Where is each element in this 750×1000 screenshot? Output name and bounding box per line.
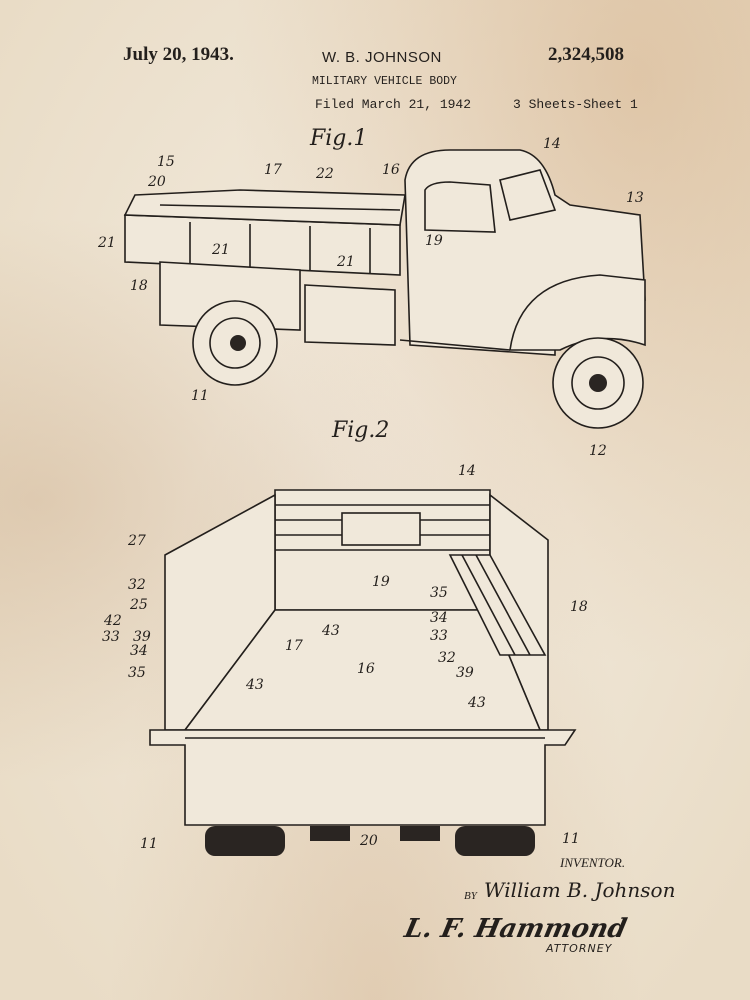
fig2-truck-bed-drawing <box>149 489 577 856</box>
attorney-signature: L. F. Hammond <box>401 914 630 944</box>
ref-numeral: 20 <box>147 174 166 190</box>
ref-numeral: 11 <box>562 831 580 847</box>
ref-numeral: 27 <box>127 533 146 549</box>
patent-number: 2,324,508 <box>548 44 624 65</box>
ref-numeral: 18 <box>130 278 148 294</box>
ref-numeral: 34 <box>130 643 148 659</box>
ref-numeral: 34 <box>430 610 448 626</box>
ref-numeral: 21 <box>97 235 116 251</box>
ref-numeral: 21 <box>336 254 355 270</box>
fig1-truck-drawing <box>123 149 646 429</box>
ref-numeral: 16 <box>382 162 400 178</box>
ref-numeral: 35 <box>128 665 146 681</box>
ref-numeral: 17 <box>264 162 282 178</box>
ref-numeral: 39 <box>133 629 151 645</box>
ref-numeral: 43 <box>321 623 340 639</box>
ref-numeral: 16 <box>357 661 375 677</box>
ref-numeral: 33 <box>430 628 448 644</box>
patent-date: July 20, 1943. <box>123 44 234 65</box>
ref-numeral: 19 <box>372 574 390 590</box>
sheet-count: 3 Sheets-Sheet 1 <box>513 97 638 112</box>
fig1-label: Fig.1 <box>309 126 367 151</box>
fig2-label: Fig.2 <box>331 418 389 443</box>
ref-numeral: 39 <box>456 665 474 681</box>
ref-numeral: 15 <box>157 154 175 170</box>
ref-numeral: 18 <box>570 599 588 615</box>
ref-numeral: 32 <box>438 650 456 666</box>
ref-numeral: 21 <box>211 242 230 258</box>
attorney-label: ATTORNEY <box>546 942 613 955</box>
ref-numeral: 17 <box>285 638 303 654</box>
fig2-reference-numerals: 14 27 32 25 42 39 33 34 35 43 17 43 16 1… <box>102 463 588 852</box>
filed-date: Filed March 21, 1942 <box>315 97 472 112</box>
inventor-name: W. B. JOHNSON <box>322 49 442 66</box>
ref-numeral: 43 <box>245 677 264 693</box>
ref-numeral: 19 <box>425 233 443 249</box>
ref-numeral: 32 <box>128 577 146 593</box>
ref-numeral: 12 <box>589 443 607 459</box>
inventor-signature: William B. Johnson <box>484 878 676 902</box>
ref-numeral: 33 <box>102 629 120 645</box>
ref-numeral: 22 <box>315 166 334 182</box>
patent-title: MILITARY VEHICLE BODY <box>312 75 457 88</box>
ref-numeral: 42 <box>103 613 122 629</box>
fig1-reference-numerals: 15 20 17 22 16 14 13 21 21 21 19 18 11 1… <box>97 136 644 459</box>
ref-numeral: 11 <box>191 388 209 404</box>
ref-numeral: 43 <box>467 695 486 711</box>
ref-numeral: 35 <box>430 585 448 601</box>
ref-numeral: 13 <box>626 190 644 206</box>
ref-numeral: 20 <box>359 833 378 849</box>
ref-numeral: 25 <box>129 597 148 613</box>
inventor-label: INVENTOR. <box>560 855 626 870</box>
ref-numeral: 11 <box>140 836 158 852</box>
ref-numeral: 14 <box>543 136 561 152</box>
by-label: BY <box>464 890 477 902</box>
ref-numeral: 14 <box>458 463 476 479</box>
